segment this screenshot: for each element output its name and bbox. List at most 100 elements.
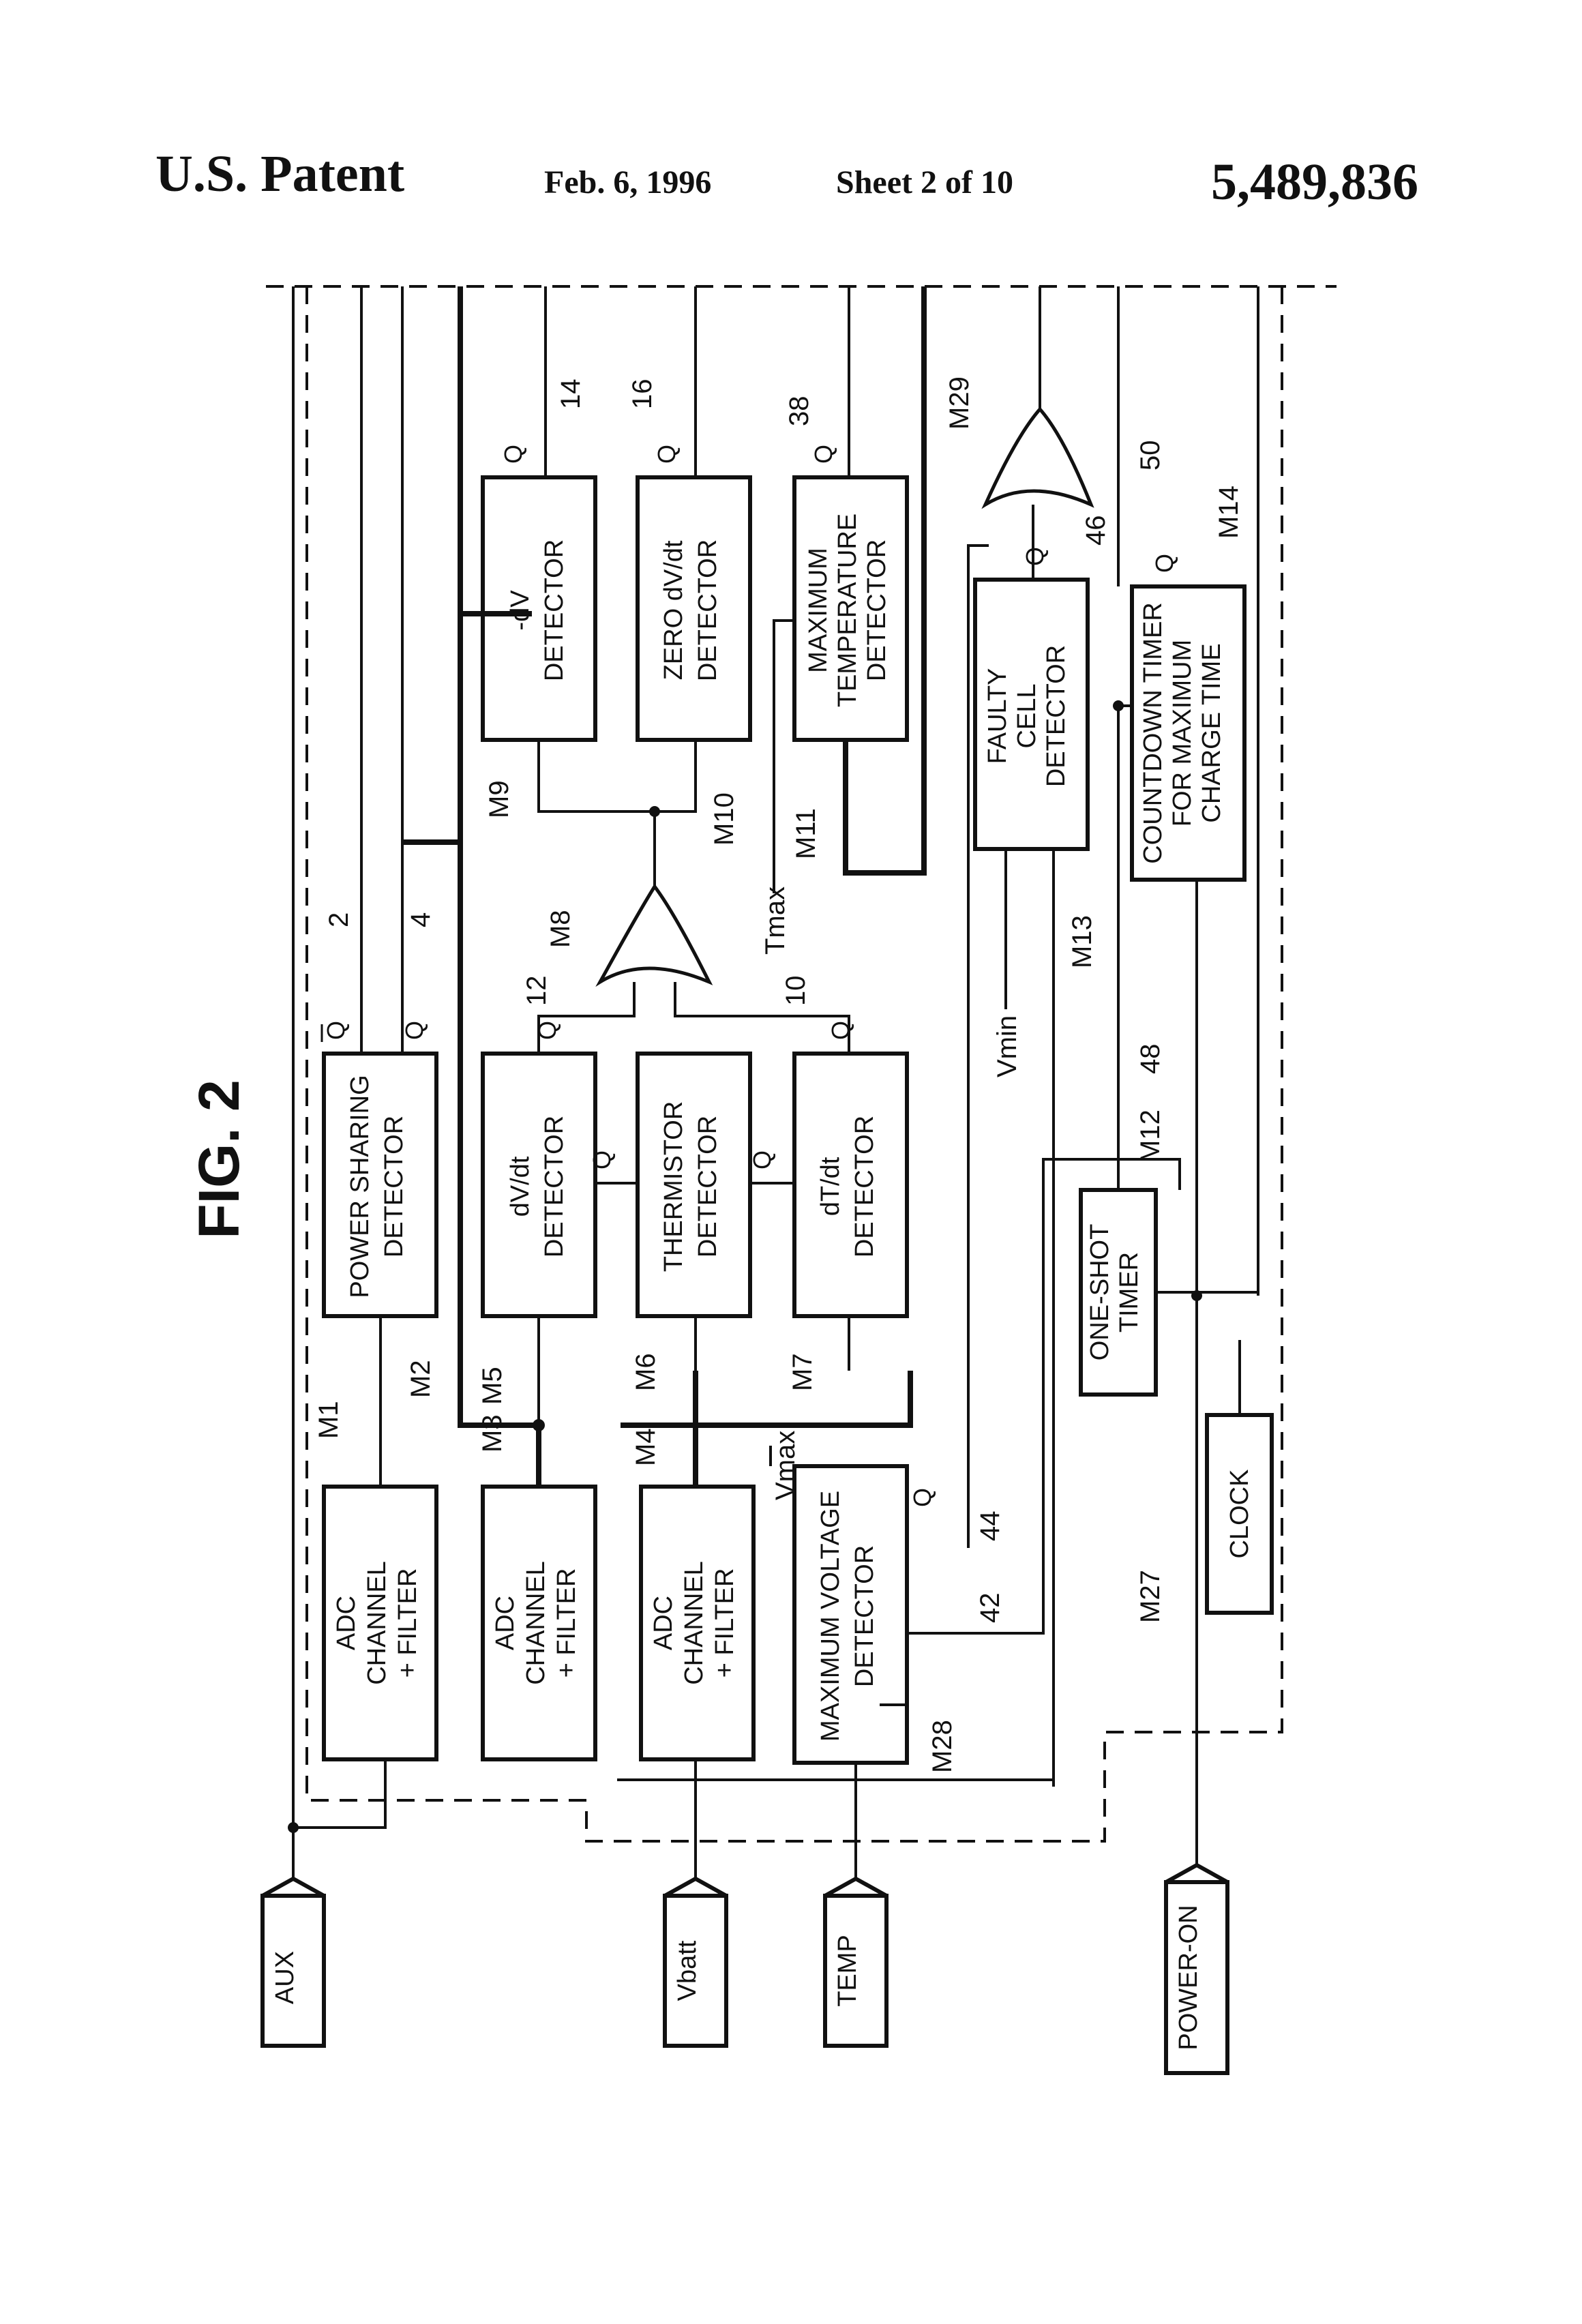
svg-text:ZERO dV/dt: ZERO dV/dt xyxy=(659,540,688,680)
svg-text:M14: M14 xyxy=(1214,486,1244,539)
svg-text:DETECTOR: DETECTOR xyxy=(850,1116,879,1257)
faulty-cell-inputs xyxy=(907,544,1181,1787)
svg-text:50: 50 xyxy=(1135,441,1165,471)
adc-block-2: ADC CHANNEL + FILTER xyxy=(481,1485,597,1761)
q-output-labels: Q Q Q Q Q Q Q Q Q Q Q Q xyxy=(320,445,1178,1507)
svg-text:MAXIMUM: MAXIMUM xyxy=(804,548,833,673)
svg-text:M3: M3 xyxy=(477,1414,507,1452)
svg-text:46: 46 xyxy=(1081,516,1111,546)
svg-text:M29: M29 xyxy=(944,376,974,430)
svg-text:FAULTY: FAULTY xyxy=(983,668,1012,764)
max-voltage-detector-block: MAXIMUM VOLTAGE DETECTOR xyxy=(792,1464,909,1765)
svg-text:44: 44 xyxy=(975,1511,1005,1542)
svg-text:Q: Q xyxy=(400,1021,428,1040)
tmax-input xyxy=(773,619,794,893)
svg-text:TEMPERATURE: TEMPERATURE xyxy=(833,513,862,707)
svg-text:Q: Q xyxy=(748,1150,776,1170)
svg-text:M5: M5 xyxy=(477,1367,507,1405)
adc-block-3: ADC CHANNEL + FILTER xyxy=(639,1485,756,1761)
svg-text:DETECTOR: DETECTOR xyxy=(540,1116,569,1257)
zero-dvdt-detector-block: ZERO dV/dt DETECTOR xyxy=(636,475,752,742)
svg-text:Vmax: Vmax xyxy=(771,1431,801,1500)
svg-text:ADC: ADC xyxy=(332,1596,361,1650)
svg-text:M10: M10 xyxy=(709,792,739,846)
svg-text:+ FILTER: + FILTER xyxy=(552,1568,581,1678)
patent-header-title: U.S. Patent xyxy=(155,145,405,203)
svg-text:38: 38 xyxy=(784,396,814,427)
svg-text:12: 12 xyxy=(522,976,552,1007)
svg-text:TEMP: TEMP xyxy=(833,1935,862,2007)
input-terminal-aux: AUX xyxy=(260,1876,326,2048)
svg-text:M13: M13 xyxy=(1067,915,1097,968)
reference-labels: M1 M2 M3 M4 M5 M6 M7 M8 M9 M10 M11 M12 M… xyxy=(314,376,1244,1773)
neg-dv-detector-block: -dV DETECTOR xyxy=(481,475,597,742)
svg-text:CLOCK: CLOCK xyxy=(1225,1470,1254,1559)
bold-bus xyxy=(402,286,927,1487)
svg-text:DETECTOR: DETECTOR xyxy=(380,1116,408,1257)
svg-text:16: 16 xyxy=(627,379,657,410)
svg-text:Q: Q xyxy=(533,1021,561,1040)
svg-text:DETECTOR: DETECTOR xyxy=(1042,645,1071,787)
svg-text:dV/dt: dV/dt xyxy=(506,1156,535,1217)
svg-text:M9: M9 xyxy=(484,780,514,818)
svg-text:MAXIMUM VOLTAGE: MAXIMUM VOLTAGE xyxy=(816,1491,845,1742)
svg-text:DETECTOR: DETECTOR xyxy=(850,1545,879,1687)
vertical-bus-lines xyxy=(360,286,1259,1296)
svg-text:M7: M7 xyxy=(788,1353,818,1391)
svg-text:Q: Q xyxy=(809,445,837,464)
svg-text:M2: M2 xyxy=(406,1360,436,1398)
max-temperature-detector-block: MAXIMUM TEMPERATURE DETECTOR xyxy=(792,475,909,742)
svg-text:Q: Q xyxy=(826,1021,854,1040)
patent-date: Feb. 6, 1996 xyxy=(544,164,712,200)
thermistor-detector-block: THERMISTOR DETECTOR xyxy=(636,1052,752,1318)
svg-text:AUX: AUX xyxy=(271,1951,299,2004)
detector-q-outputs xyxy=(544,396,850,477)
or-gate-m29 xyxy=(981,406,1094,509)
svg-text:M1: M1 xyxy=(314,1401,344,1439)
input-terminal-power-on: POWER-ON xyxy=(1164,1862,1229,2075)
svg-text:Q: Q xyxy=(322,1021,350,1040)
or-gate-m8 xyxy=(595,883,713,987)
svg-text:2: 2 xyxy=(324,912,354,927)
svg-text:ADC: ADC xyxy=(649,1596,678,1650)
svg-text:Q: Q xyxy=(653,445,681,464)
svg-text:Q: Q xyxy=(499,445,527,464)
adc-block-1: ADC CHANNEL + FILTER xyxy=(322,1485,438,1761)
svg-text:Q: Q xyxy=(588,1150,616,1170)
svg-text:Vmin: Vmin xyxy=(992,1015,1022,1077)
svg-text:POWER SHARING: POWER SHARING xyxy=(346,1075,374,1298)
one-shot-timer-block: ONE-SHOT TIMER xyxy=(1079,1188,1158,1397)
svg-text:+ FILTER: + FILTER xyxy=(711,1568,739,1678)
svg-text:Q: Q xyxy=(1150,554,1178,573)
svg-text:M8: M8 xyxy=(546,910,576,948)
input-terminal-vbatt: Vbatt xyxy=(663,1876,728,2048)
svg-text:ADC: ADC xyxy=(491,1596,520,1650)
svg-text:ONE-SHOT: ONE-SHOT xyxy=(1086,1224,1114,1361)
svg-text:THERMISTOR: THERMISTOR xyxy=(659,1101,688,1272)
wire-aux xyxy=(292,286,387,1879)
voltage-bus-bottom xyxy=(617,1446,1054,1781)
svg-text:Q: Q xyxy=(908,1488,936,1507)
svg-text:Tmax: Tmax xyxy=(760,887,790,955)
svg-text:M27: M27 xyxy=(1135,1570,1165,1623)
svg-text:4: 4 xyxy=(406,912,436,927)
svg-text:Vbatt: Vbatt xyxy=(673,1940,702,2001)
patent-number: 5,489,836 xyxy=(1211,153,1418,211)
svg-text:DETECTOR: DETECTOR xyxy=(863,539,891,681)
svg-text:-dV: -dV xyxy=(506,590,535,631)
svg-text:M11: M11 xyxy=(791,808,821,859)
or-gate-inputs xyxy=(537,982,850,1054)
sheet-number: Sheet 2 of 10 xyxy=(836,164,1013,200)
svg-text:Q: Q xyxy=(1021,547,1049,566)
countdown-timer-block: COUNTDOWN TIMER FOR MAXIMUM CHARGE TIME xyxy=(1130,584,1247,882)
or-gate-output xyxy=(537,740,697,887)
dvdt-detector-block: dV/dt DETECTOR xyxy=(481,1052,597,1318)
svg-text:M28: M28 xyxy=(927,1720,957,1773)
dtdt-detector-block: dT/dt DETECTOR xyxy=(792,1052,909,1318)
svg-text:+ FILTER: + FILTER xyxy=(393,1568,422,1678)
svg-text:DETECTOR: DETECTOR xyxy=(540,539,569,681)
svg-text:CHARGE TIME: CHARGE TIME xyxy=(1197,643,1226,822)
svg-text:COUNTDOWN TIMER: COUNTDOWN TIMER xyxy=(1139,602,1167,864)
svg-text:M12: M12 xyxy=(1135,1109,1165,1163)
